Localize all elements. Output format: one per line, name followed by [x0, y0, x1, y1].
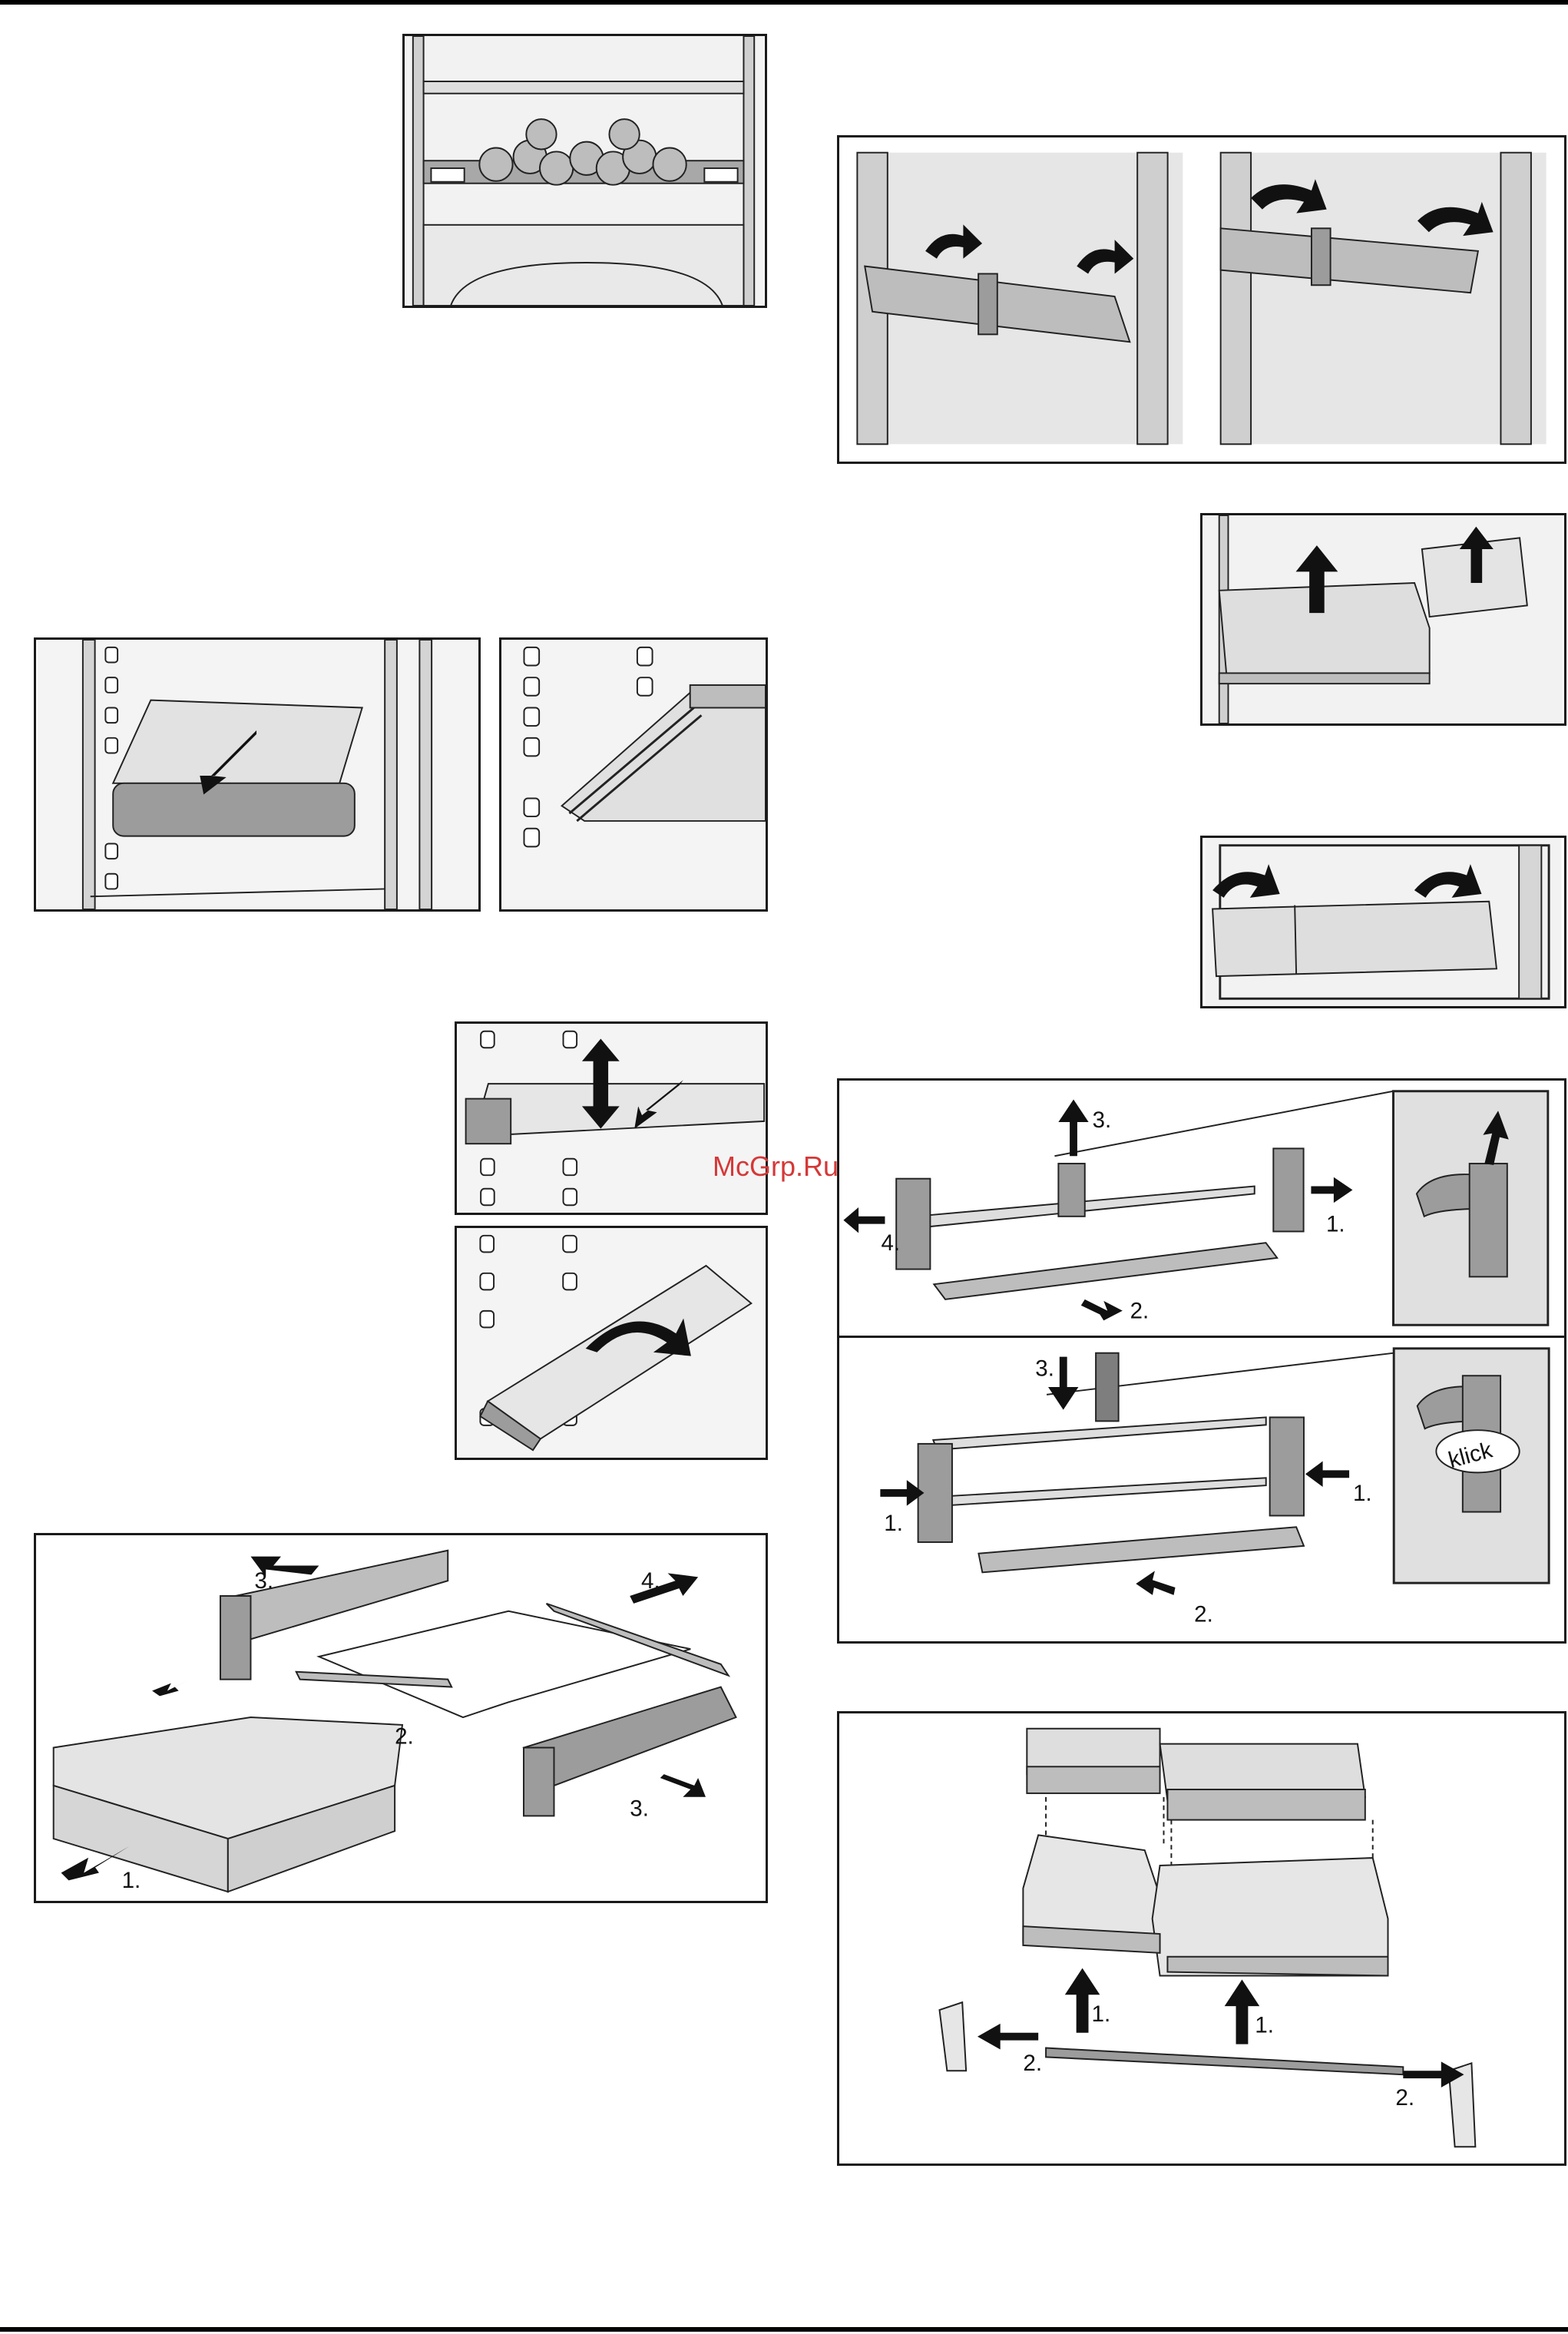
drawer-pull-illustration: [36, 640, 478, 909]
box-lift-illustration: [1202, 515, 1564, 723]
door-box-parts-illustration: 1. 1. 2. 2.: [839, 1713, 1564, 2164]
remove-step-1-label: 1.: [1326, 1211, 1345, 1237]
drawer-rails-illustration: [501, 640, 766, 909]
shelf-tilt-illustration: [457, 1228, 766, 1458]
figure-rack-mount: [837, 135, 1566, 464]
figure-shelf-tilt: [455, 1226, 768, 1460]
figure-door-box-parts: 1. 1. 2. 2.: [837, 1711, 1566, 2166]
top-rule: [0, 0, 1568, 5]
remove-step-2-label: 2.: [1130, 1298, 1150, 1323]
install-step-2-label: 2.: [1194, 1601, 1213, 1627]
drawer-step-3a-label: 3.: [254, 1568, 273, 1594]
figure-drawer-parts: 3. 4. 2. 3. 1.: [34, 1533, 768, 1903]
drawer-step-2-label: 2.: [395, 1724, 414, 1750]
shelf-adjust-illustration: [457, 1024, 766, 1213]
doorbox-step-2a-label: 2.: [1023, 2051, 1042, 2076]
remove-step-4-label: 4.: [882, 1230, 901, 1256]
drawer-step-4-label: 4.: [641, 1568, 660, 1594]
figure-box-door: [1200, 836, 1566, 1008]
bottle-shelf-illustration: [405, 36, 765, 306]
remove-step-3-label: 3.: [1093, 1107, 1112, 1133]
figure-rack-install: klick 3. 1. 1. 2.: [837, 1336, 1566, 1644]
bottom-rule: [0, 2327, 1568, 2332]
rack-mount-illustration: [839, 137, 1564, 462]
doorbox-step-2b-label: 2.: [1395, 2085, 1414, 2111]
figure-shelf-adjust: [455, 1021, 768, 1215]
watermark: McGrp.Ru: [713, 1150, 839, 1183]
install-step-1a-label: 1.: [884, 1511, 903, 1536]
box-door-illustration: [1202, 838, 1564, 1006]
doorbox-step-1b-label: 1.: [1255, 2013, 1274, 2038]
doorbox-step-1a-label: 1.: [1091, 2001, 1110, 2027]
drawer-step-3b-label: 3.: [630, 1796, 649, 1821]
install-step-3-label: 3.: [1035, 1356, 1054, 1381]
drawer-step-1-label: 1.: [122, 1868, 141, 1893]
figure-drawer-pull: [34, 637, 481, 912]
figure-rack-remove: 3. 4. 1. 2.: [837, 1078, 1566, 1338]
figure-drawer-rails: [499, 637, 768, 912]
rack-install-illustration: klick 3. 1. 1. 2.: [839, 1338, 1564, 1641]
figure-box-lift: [1200, 513, 1566, 726]
drawer-parts-illustration: 3. 4. 2. 3. 1.: [36, 1535, 766, 1901]
figure-bottle-shelf: [402, 34, 767, 308]
install-step-1b-label: 1.: [1353, 1481, 1372, 1506]
rack-remove-illustration: 3. 4. 1. 2.: [839, 1081, 1564, 1336]
